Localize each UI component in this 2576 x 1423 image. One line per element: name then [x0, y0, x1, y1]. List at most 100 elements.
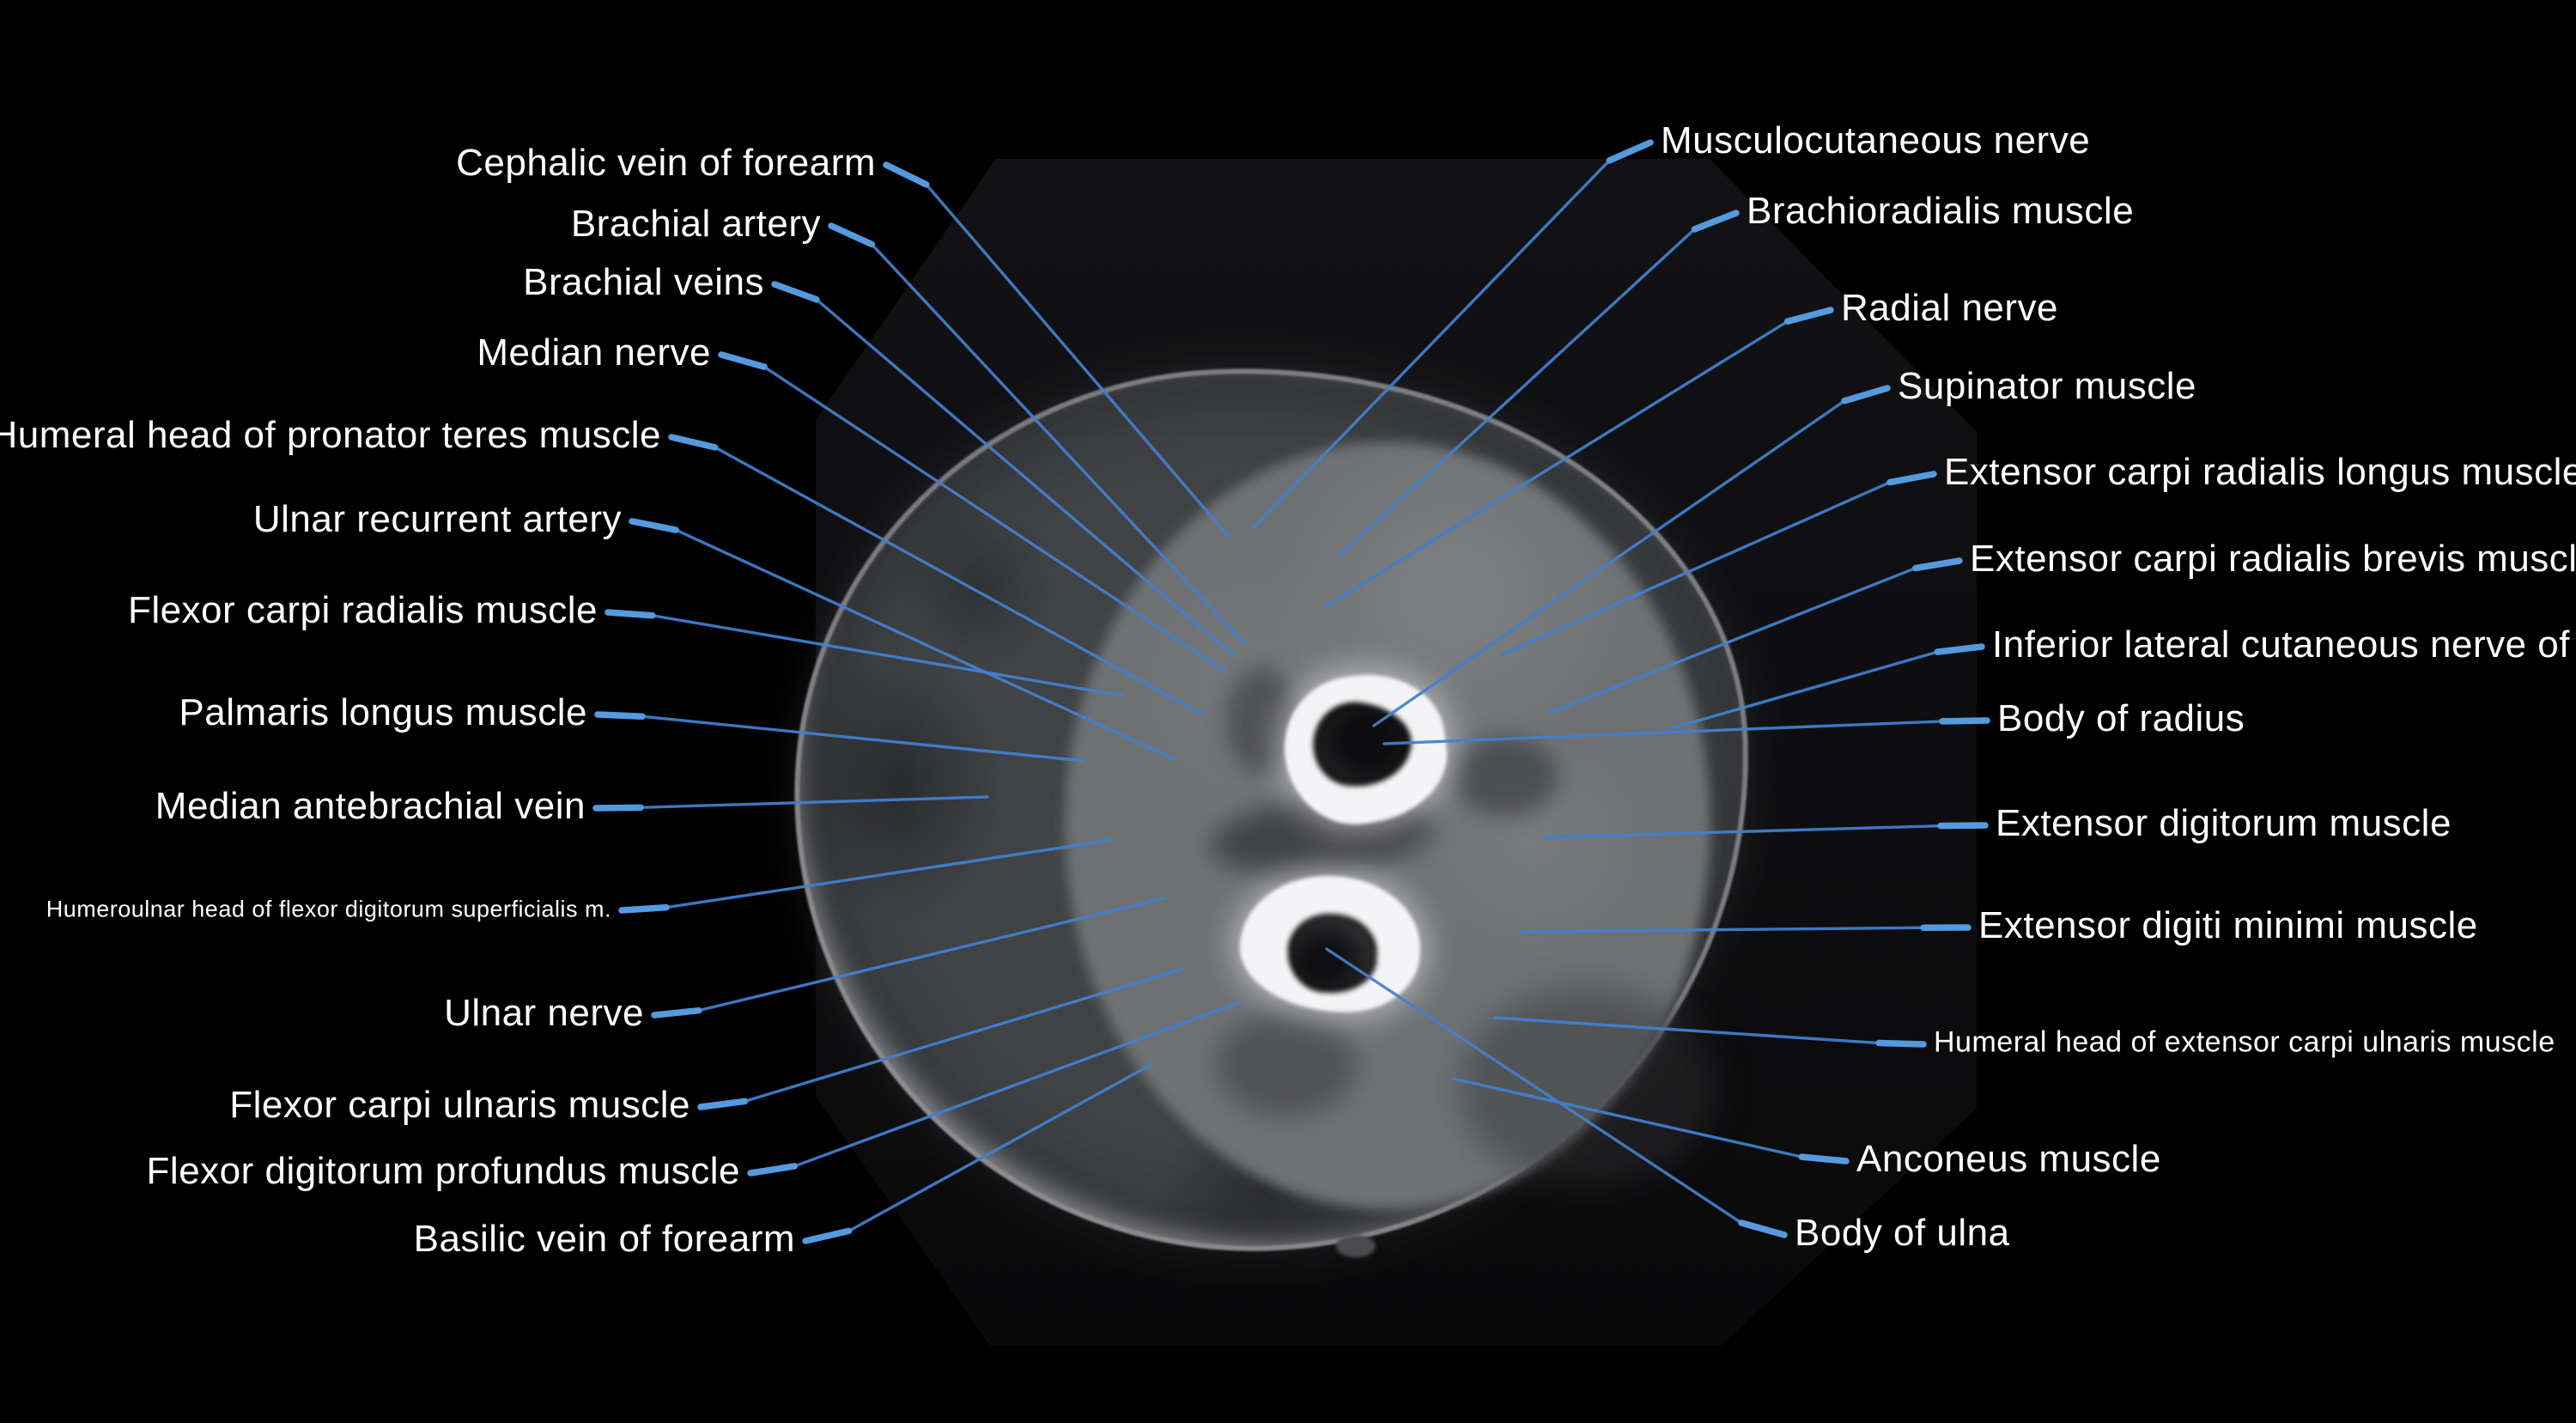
- anatomy-label-right-8: Extensor digitorum muscle: [1996, 802, 2451, 845]
- anatomy-label-right-0: Musculocutaneous nerve: [1661, 119, 2091, 162]
- leader-line: [1738, 1219, 1788, 1238]
- anatomy-label-text: Ulnar recurrent artery: [252, 498, 622, 541]
- anatomy-label-left-11: Flexor carpi ulnaris muscle: [229, 1085, 690, 1125]
- anatomy-label-text: Inferior lateral cutaneous nerve of arm: [1992, 623, 2576, 666]
- leader-line: [1251, 159, 1612, 530]
- leader-line: [641, 715, 1085, 763]
- leader-line: [618, 903, 670, 914]
- anatomy-label-text: Musculocutaneous nerve: [1661, 119, 2091, 162]
- anatomy-label-left-5: Ulnar recurrent artery: [252, 498, 622, 541]
- leader-line: [713, 446, 1204, 716]
- anatomy-label-text: Ulnar nerve: [444, 992, 644, 1035]
- anatomy-label-text: Extensor digitorum muscle: [1996, 802, 2451, 845]
- anatomy-label-left-13: Basilic vein of forearm: [414, 1219, 795, 1259]
- leader-line: [870, 242, 1247, 646]
- anatomy-label-right-4: Extensor carpi radialis longus muscle: [1944, 451, 2576, 494]
- anatomy-label-text: Supinator muscle: [1898, 365, 2196, 408]
- leader-line: [771, 281, 820, 303]
- anatomy-label-left-9: Humeroulnar head of flexor digitorum sup…: [46, 897, 611, 921]
- leader-line: [697, 897, 1166, 1013]
- anatomy-label-right-5: Extensor carpi radialis brevis muscle: [1970, 538, 2576, 579]
- leader-line: [1911, 557, 1963, 572]
- anatomy-label-text: Flexor carpi ulnaris muscle: [229, 1084, 690, 1127]
- leader-line: [1548, 566, 1917, 715]
- leader-line: [883, 161, 930, 188]
- leader-line: [592, 804, 644, 812]
- anatomy-label-text: Extensor carpi radialis longus muscle: [1944, 451, 2576, 494]
- leader-line: [1937, 822, 1989, 830]
- leader-line: [1606, 139, 1654, 164]
- leader-line: [1934, 643, 1985, 655]
- anatomy-label-left-4: Humeral head of pronator teres muscle: [0, 415, 661, 455]
- anatomy-label-right-9: Extensor digiti minimi muscle: [1978, 904, 2478, 947]
- leader-line: [1544, 824, 1942, 839]
- leader-line: [793, 1000, 1242, 1168]
- leader-line: [1492, 1016, 1880, 1045]
- leader-line: [718, 351, 768, 370]
- leader-line: [1382, 720, 1944, 745]
- skin-bump: [1336, 1235, 1376, 1257]
- anatomy-label-right-10: Humeral head of extensor carpi ulnaris m…: [1934, 1025, 2555, 1059]
- anatomy-label-left-12: Flexor digitorum profundus muscle: [146, 1150, 740, 1193]
- anatomy-label-text: Cephalic vein of forearm: [456, 142, 876, 185]
- anatomy-label-text: Brachioradialis muscle: [1747, 190, 2135, 233]
- anatomy-label-left-0: Cephalic vein of forearm: [456, 143, 876, 183]
- anatomy-label-text: Body of ulna: [1795, 1212, 2010, 1255]
- anatomy-label-left-1: Brachial artery: [571, 204, 821, 244]
- leader-line: [802, 1227, 853, 1244]
- anatomy-label-left-10: Ulnar nerve: [444, 992, 644, 1035]
- leader-line: [674, 528, 1176, 761]
- anatomy-label-text: Basilic vein of forearm: [413, 1218, 795, 1261]
- leader-line: [1875, 1039, 1927, 1048]
- leader-line: [594, 711, 646, 720]
- leader-line: [697, 1098, 749, 1110]
- anatomy-label-text: Palmaris longus muscle: [179, 691, 587, 734]
- anatomy-label-text: Anconeus muscle: [1856, 1138, 2161, 1181]
- leader-line: [1338, 228, 1697, 557]
- shadow-right-of-radius: [1453, 737, 1558, 816]
- posterior-shadow: [1460, 988, 1717, 1187]
- anatomy-label-left-6: Flexor carpi radialis muscle: [128, 590, 598, 630]
- leader-line: [925, 183, 1230, 538]
- leader-line: [1501, 480, 1892, 656]
- leader-line: [651, 1006, 702, 1019]
- anatomy-label-right-1: Brachioradialis muscle: [1747, 190, 2135, 233]
- leader-line: [1451, 1077, 1803, 1158]
- leader-line: [1886, 471, 1937, 486]
- leader-line: [815, 298, 1236, 658]
- anatomy-label-text: Humeral head of extensor carpi ulnaris m…: [1934, 1025, 2555, 1059]
- anatomy-label-left-2: Brachial veins: [523, 261, 764, 304]
- leader-line: [629, 518, 679, 533]
- anatomy-label-right-7: Body of radius: [1997, 697, 2245, 740]
- anatomy-label-text: Median antebrachial vein: [155, 785, 586, 828]
- anatomy-label-left-3: Median nerve: [477, 332, 711, 373]
- anatomy-label-right-11: Anconeus muscle: [1856, 1138, 2161, 1181]
- leader-line: [1323, 319, 1789, 609]
- leader-line: [747, 1163, 799, 1177]
- shadow-left-of-ulna: [1216, 1012, 1357, 1116]
- anatomy-label-right-12: Body of ulna: [1795, 1213, 2010, 1253]
- anatomy-label-text: Brachial veins: [523, 261, 764, 304]
- anatomy-label-right-6: Inferior lateral cutaneous nerve of arm: [1992, 623, 2576, 666]
- anatomy-label-text: Extensor digiti minimi muscle: [1978, 904, 2478, 947]
- leader-line: [1670, 650, 1940, 730]
- leader-line: [668, 434, 719, 451]
- leader-line: [828, 222, 876, 248]
- anatomy-label-right-3: Supinator muscle: [1898, 365, 2196, 408]
- leader-line: [605, 609, 656, 619]
- leader-line: [1520, 926, 1925, 933]
- anatomy-label-text: Flexor digitorum profundus muscle: [146, 1150, 740, 1193]
- leader-line: [1783, 307, 1834, 325]
- leader-line: [1325, 947, 1743, 1225]
- leader-line: [743, 967, 1185, 1104]
- leader-line: [639, 795, 989, 810]
- anatomy-label-text: Body of radius: [1997, 697, 2245, 740]
- anatomy-label-right-2: Radial nerve: [1841, 288, 2058, 328]
- leader-line: [665, 838, 1115, 909]
- leader-line: [651, 614, 1124, 697]
- leader-line: [847, 1063, 1152, 1233]
- anatomy-label-text: Humeroulnar head of flexor digitorum sup…: [46, 896, 611, 922]
- anatomy-label-left-8: Median antebrachial vein: [155, 785, 586, 828]
